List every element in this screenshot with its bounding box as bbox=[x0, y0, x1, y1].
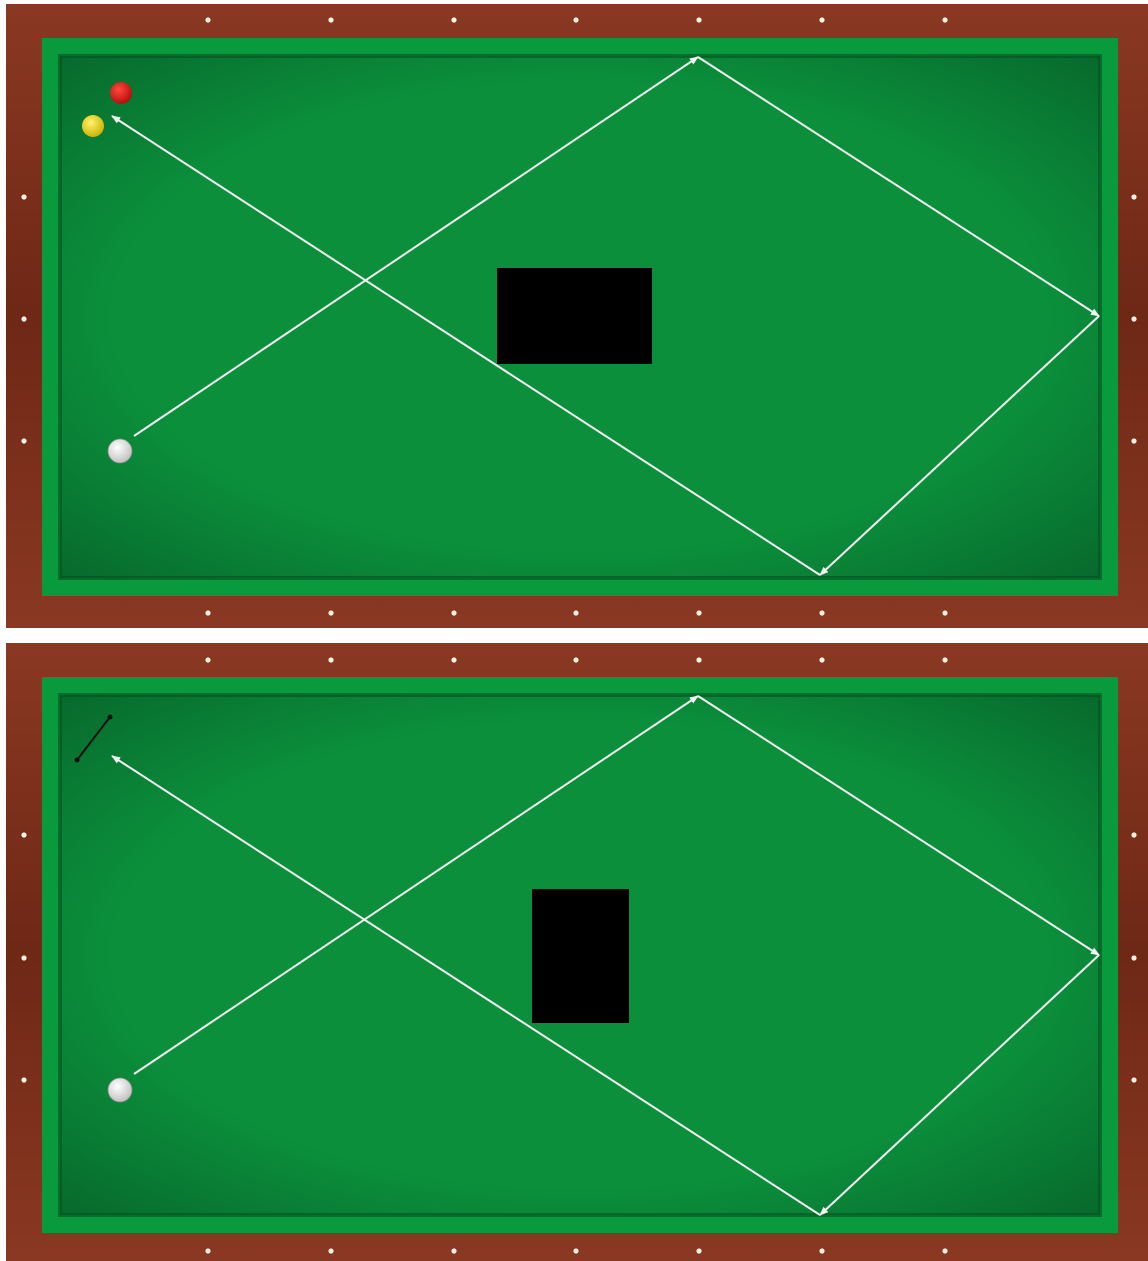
diamond-marker bbox=[328, 610, 333, 615]
diamond-marker bbox=[451, 17, 456, 22]
diamond-marker bbox=[819, 1248, 824, 1253]
obstacle-block bbox=[532, 889, 629, 1023]
diamond-marker bbox=[21, 194, 26, 199]
diamond-marker bbox=[451, 657, 456, 662]
diamond-marker bbox=[21, 438, 26, 443]
diamond-marker bbox=[942, 610, 947, 615]
diamond-marker bbox=[819, 657, 824, 662]
diamond-marker bbox=[942, 1248, 947, 1253]
diamond-marker bbox=[573, 610, 578, 615]
yellow-ball-icon[interactable] bbox=[82, 115, 104, 137]
billiard-table-top bbox=[0, 0, 1148, 628]
diamond-marker bbox=[328, 17, 333, 22]
obstacle-block bbox=[497, 268, 652, 364]
diamond-marker bbox=[1131, 194, 1136, 199]
diamond-marker bbox=[21, 832, 26, 837]
diamond-marker bbox=[21, 955, 26, 960]
diamond-marker bbox=[942, 17, 947, 22]
diamond-marker bbox=[1131, 955, 1136, 960]
diamond-marker bbox=[1131, 438, 1136, 443]
diamond-marker bbox=[328, 657, 333, 662]
diamond-marker bbox=[696, 17, 701, 22]
cue-ball-icon[interactable] bbox=[108, 1078, 132, 1102]
diamond-marker bbox=[451, 1248, 456, 1253]
diamond-marker bbox=[573, 17, 578, 22]
diamond-marker bbox=[328, 1248, 333, 1253]
diamond-marker bbox=[1131, 1077, 1136, 1082]
diamond-marker bbox=[819, 17, 824, 22]
diamond-marker bbox=[21, 316, 26, 321]
diamond-marker bbox=[696, 657, 701, 662]
diamond-marker bbox=[205, 1248, 210, 1253]
diamond-marker bbox=[573, 1248, 578, 1253]
diamond-marker bbox=[1131, 832, 1136, 837]
diamond-marker bbox=[21, 1077, 26, 1082]
diamond-marker bbox=[819, 610, 824, 615]
diamond-marker bbox=[205, 17, 210, 22]
cue-ball-icon[interactable] bbox=[108, 439, 132, 463]
diamond-marker bbox=[573, 657, 578, 662]
diamond-marker bbox=[205, 657, 210, 662]
billiard-table-bottom bbox=[0, 639, 1148, 1261]
diamond-marker bbox=[696, 610, 701, 615]
diamond-marker bbox=[1131, 316, 1136, 321]
red-ball-icon[interactable] bbox=[110, 82, 132, 104]
diamond-marker bbox=[451, 610, 456, 615]
diamond-marker bbox=[205, 610, 210, 615]
diamond-marker bbox=[942, 657, 947, 662]
diamond-marker bbox=[696, 1248, 701, 1253]
